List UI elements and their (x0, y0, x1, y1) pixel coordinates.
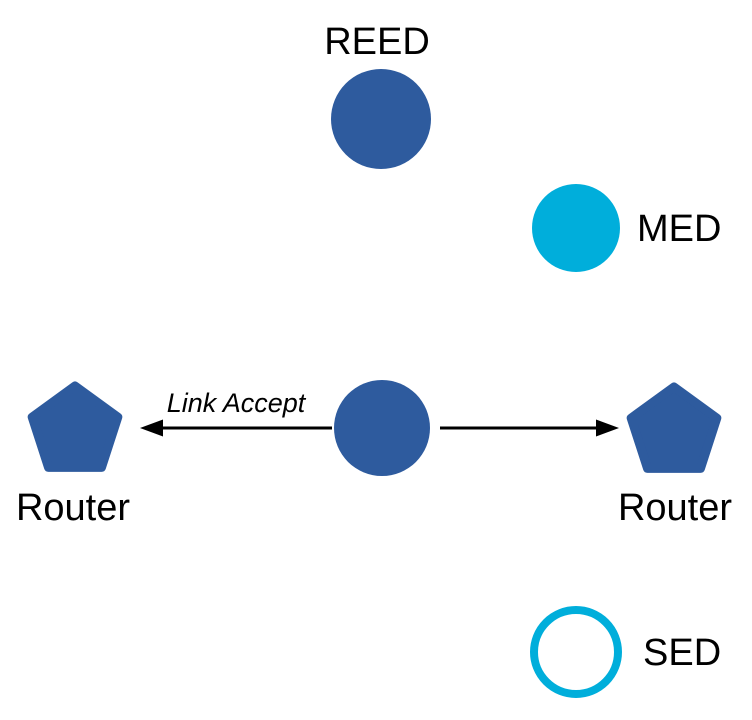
right-arrowhead-icon (596, 419, 619, 437)
center-node-circle (334, 380, 430, 476)
router-left-label: Router (16, 487, 130, 529)
sed-label: SED (643, 632, 721, 674)
link-accept-arrowhead-left-icon (140, 419, 163, 437)
med-label: MED (637, 208, 721, 250)
sed-node-circle (530, 606, 622, 698)
router-right-label: Router (618, 487, 732, 529)
link-accept-label: Link Accept (167, 388, 307, 418)
reed-node-circle (331, 69, 431, 169)
router-right-pentagon (626, 382, 722, 473)
router-left-pentagon (27, 381, 123, 472)
reed-label: REED (324, 21, 430, 63)
med-node-circle (532, 184, 620, 272)
